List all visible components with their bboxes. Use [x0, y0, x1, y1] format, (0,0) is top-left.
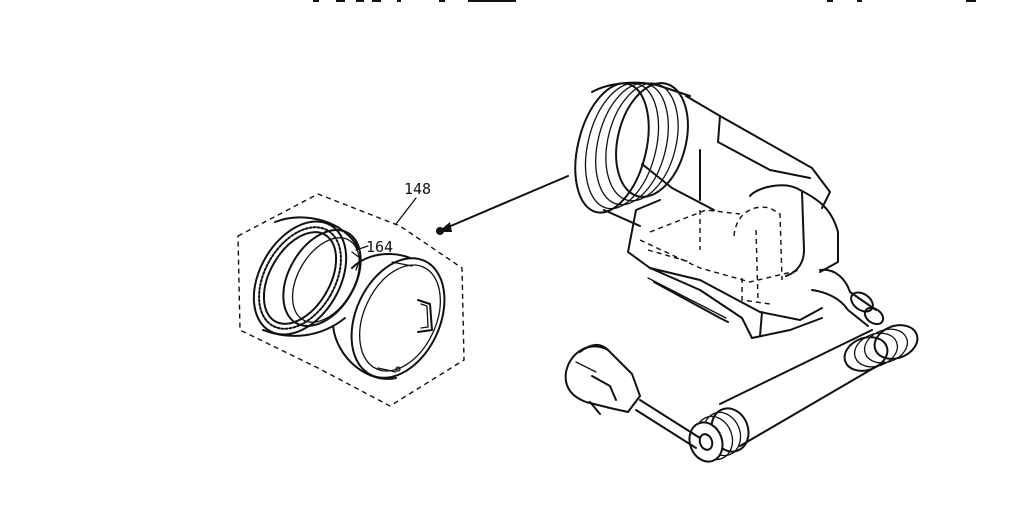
camcorder-viewfinder-icon	[574, 81, 885, 339]
coiled-cable-icon	[564, 324, 919, 463]
callout-164: 164	[366, 238, 393, 256]
arrow-pointer-icon	[436, 175, 569, 235]
lens-ring-assembly-icon	[252, 216, 446, 380]
callout-148: 148	[404, 180, 431, 198]
leader-164	[355, 245, 369, 251]
leader-148	[395, 197, 417, 225]
assembly-boundary	[237, 193, 465, 407]
top-edge-marks	[313, 0, 976, 2]
